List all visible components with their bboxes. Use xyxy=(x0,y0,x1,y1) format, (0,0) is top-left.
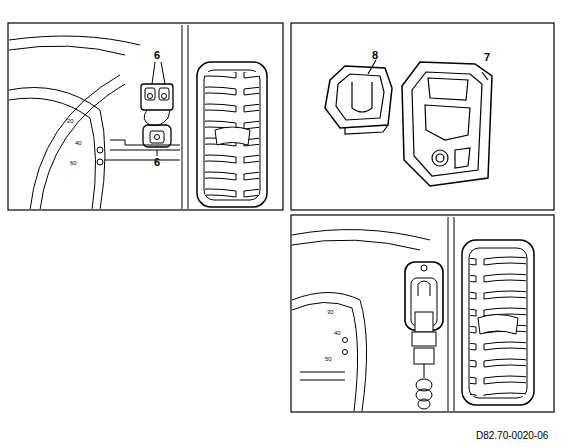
callout-number: 6 xyxy=(154,50,160,61)
gauge-number: 40 xyxy=(75,140,82,146)
callout-number: 7 xyxy=(484,52,490,63)
callout-number: 8 xyxy=(372,50,378,61)
gauge-number: 20 xyxy=(67,118,74,124)
figure-code: D82.70-0020-06 xyxy=(476,431,548,441)
gauge-number: 60 xyxy=(70,160,77,166)
callout-number: 6 xyxy=(154,157,160,168)
gauge-number: 50 xyxy=(325,356,332,362)
gauge-number: 40 xyxy=(334,330,341,336)
gauge-number: 30 xyxy=(327,309,334,315)
